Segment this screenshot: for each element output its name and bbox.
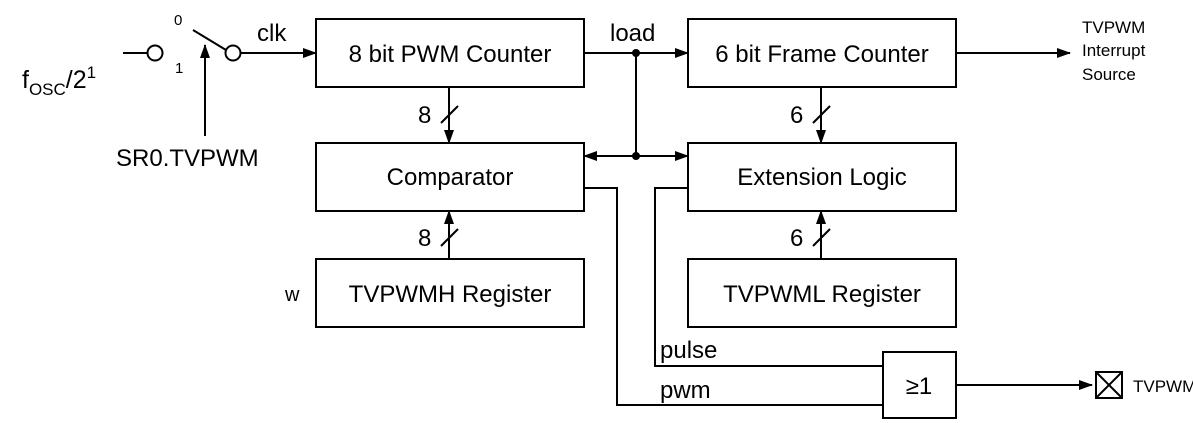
junction-load-branch [632, 152, 640, 160]
pulse-label: pulse [660, 337, 717, 364]
comparator-label: Comparator [387, 164, 514, 191]
switch-pos-1-label: 1 [175, 60, 183, 77]
select-signal-label: SR0.TVPWM [116, 145, 259, 172]
bus-width-tvpwml: 6 [790, 225, 803, 252]
bus-slash-3 [440, 228, 459, 247]
tvpwm-pin-icon [1095, 371, 1123, 399]
bus-width-counter-comparator: 8 [418, 102, 431, 129]
pwm-counter-label: 8 bit PWM Counter [349, 41, 552, 68]
switch-lever [192, 29, 227, 51]
interrupt-label-line1: TVPWM [1082, 18, 1145, 37]
load-label: load [610, 20, 655, 47]
or-gate-label: ≥1 [906, 373, 933, 400]
clock-source-label: fOSC/21 [22, 63, 96, 99]
junction-load [632, 49, 640, 57]
switch-pos-0-label: 0 [174, 12, 182, 29]
tvpwmh-register-label: TVPWMH Register [349, 281, 552, 308]
pulse-wire [654, 187, 883, 367]
pwm-label: pwm [660, 377, 711, 404]
interrupt-label-line3: Source [1082, 65, 1136, 84]
frame-counter-label: 6 bit Frame Counter [715, 41, 928, 68]
tvpwml-register-label: TVPWML Register [723, 281, 921, 308]
bus-slash-4 [812, 228, 831, 247]
switch-contact-out [224, 44, 242, 62]
clk-label: clk [257, 20, 287, 47]
bus-slash-1 [440, 105, 459, 124]
extension-logic-label: Extension Logic [737, 164, 906, 191]
switch-contact-1 [146, 44, 164, 62]
pin-cross-b [1095, 371, 1123, 399]
write-label: w [284, 284, 300, 306]
interrupt-label-line2: Interrupt [1082, 41, 1146, 60]
bus-width-frame-extension: 6 [790, 102, 803, 129]
tvpwm-pin-label: TVPWM [1133, 377, 1193, 396]
bus-width-tvpwmh: 8 [418, 225, 431, 252]
pwm-wire [584, 187, 883, 406]
bus-slash-2 [812, 105, 831, 124]
